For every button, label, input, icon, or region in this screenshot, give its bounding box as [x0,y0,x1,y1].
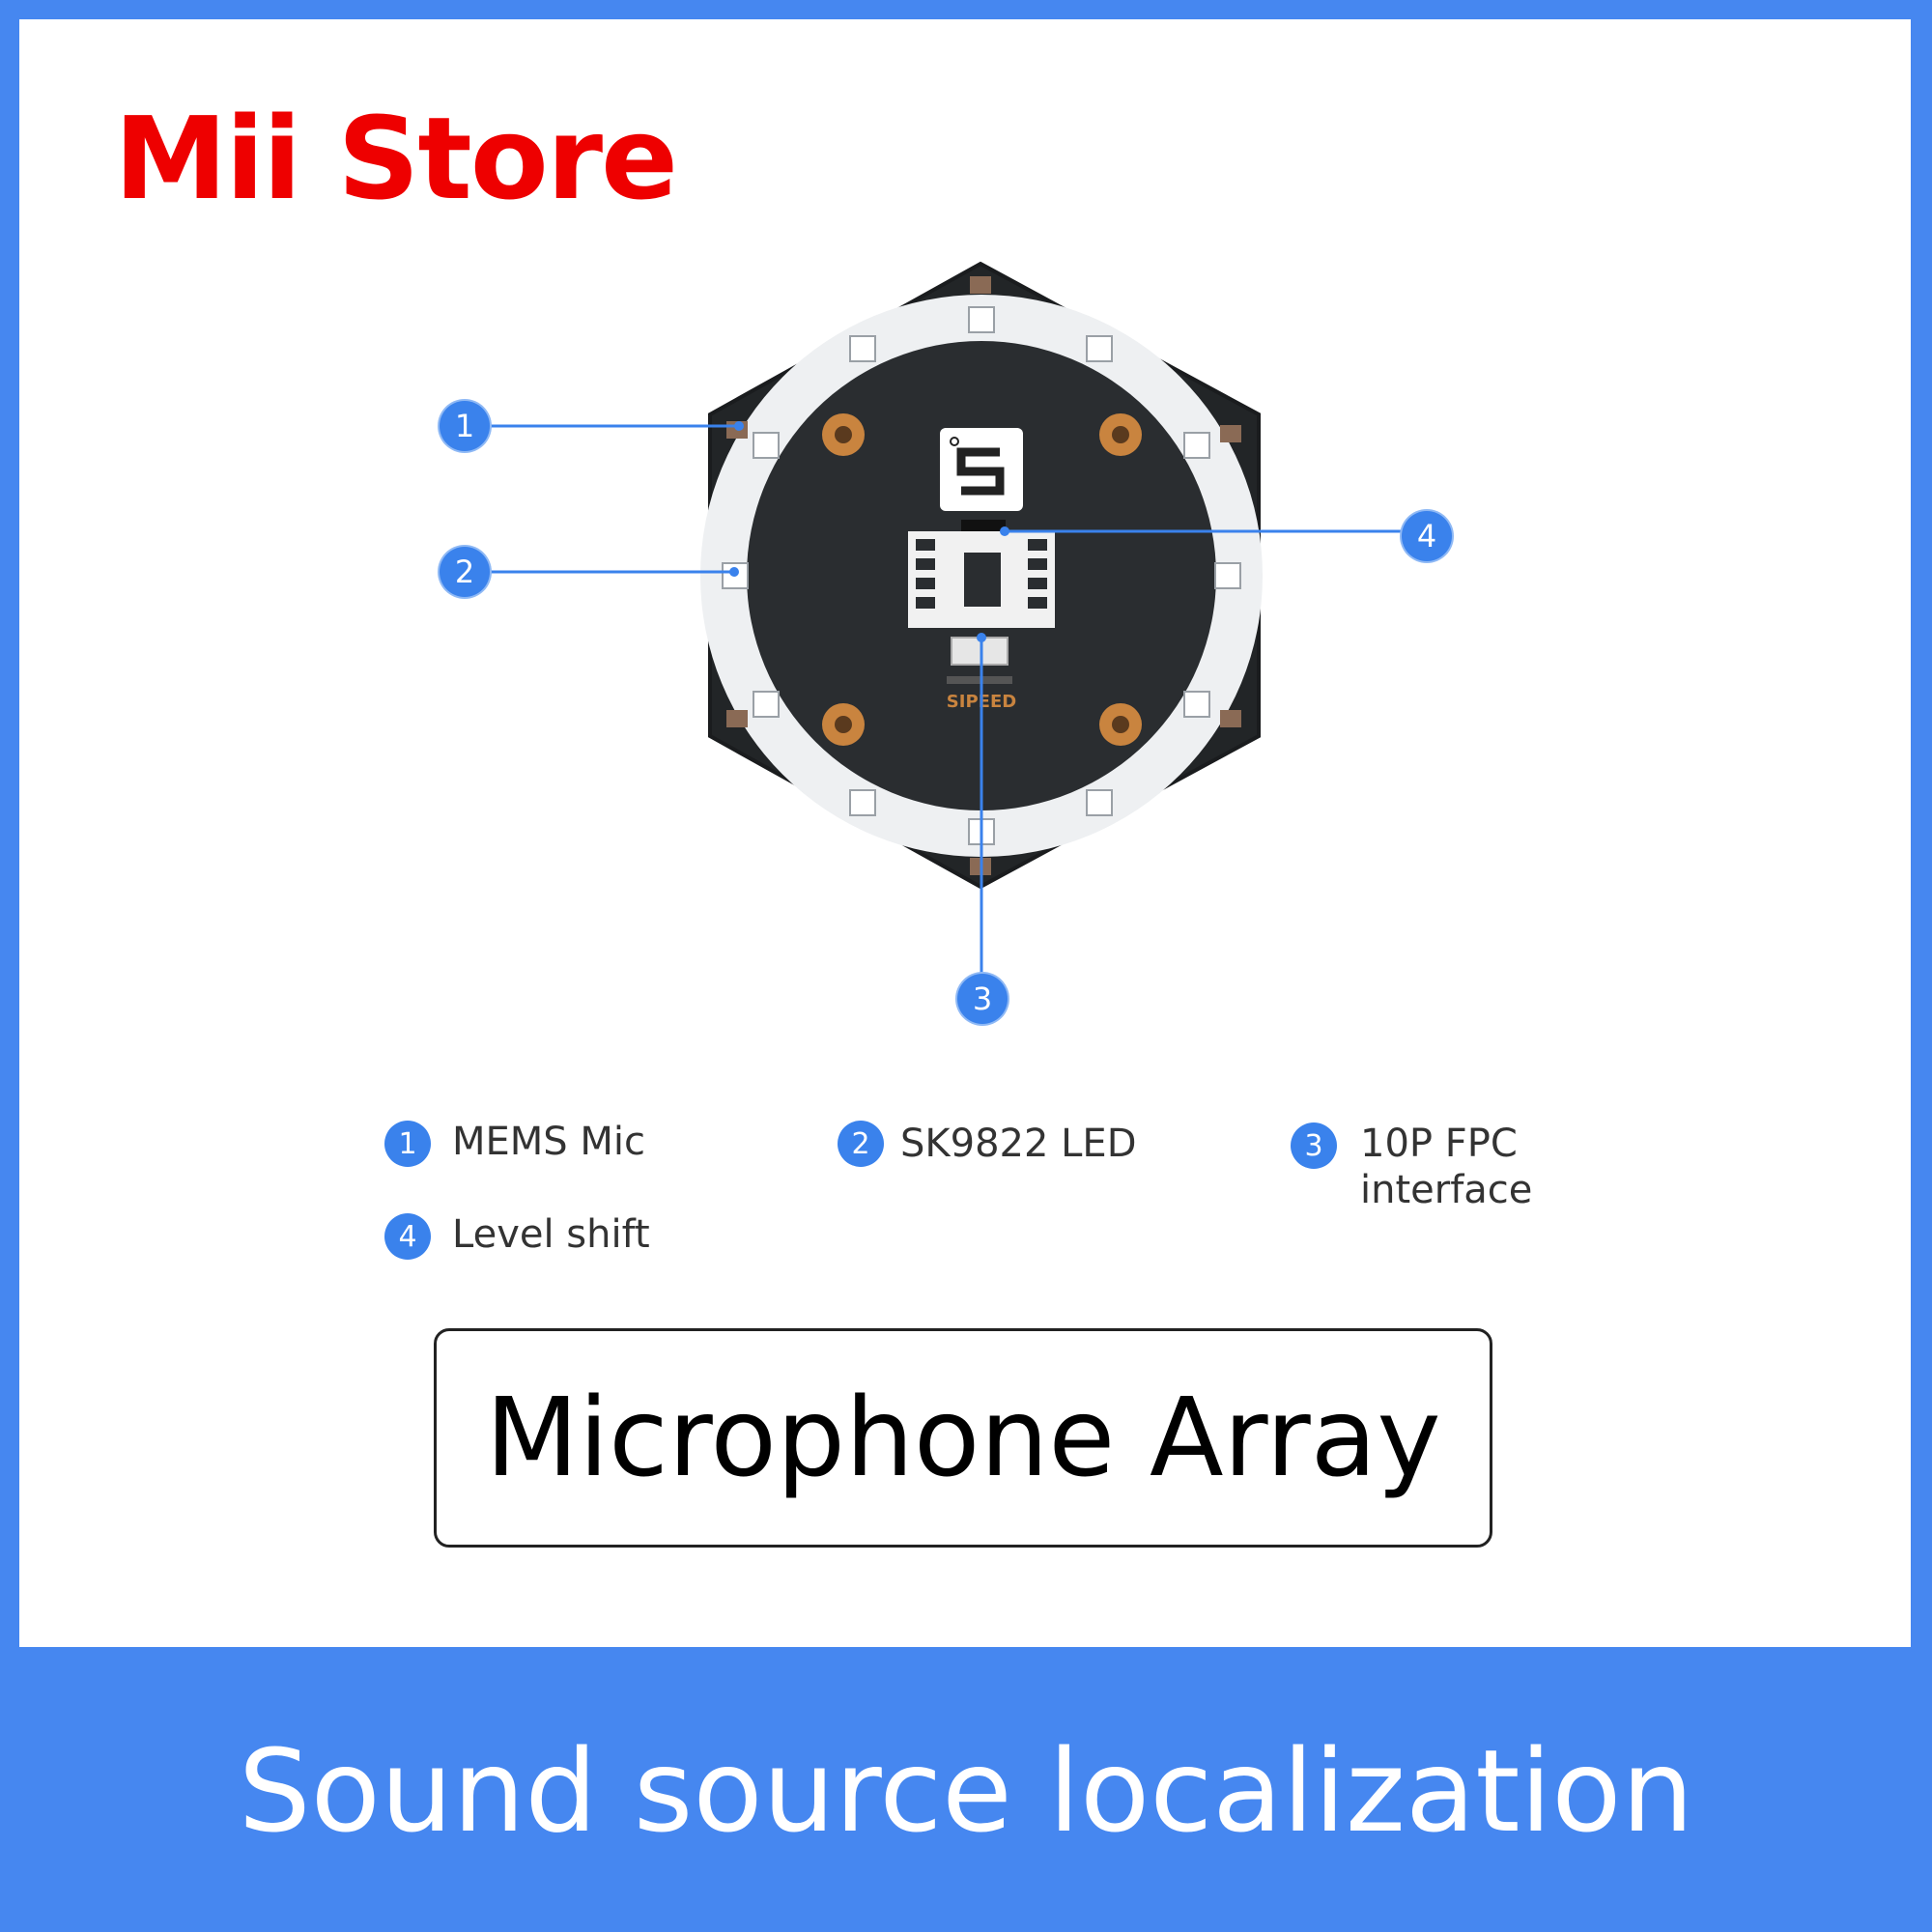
mounting-pads [822,413,1142,746]
legend-num-1: 1 [384,1121,431,1167]
product-name-box: Microphone Array [434,1328,1492,1548]
led [753,432,780,459]
mcu-chip [964,553,1001,607]
callout-2: 2 [440,547,490,597]
fpc-connector [951,637,1009,666]
led [1214,562,1241,589]
led [753,691,780,718]
callout-3: 3 [957,974,1008,1024]
sipeed-s-icon [956,447,1005,496]
mems-mic [1220,425,1241,442]
led [1086,335,1113,362]
legend-num-3: 3 [1291,1122,1337,1169]
led [968,306,995,333]
legend-label-1: MEMS Mic [452,1120,646,1164]
legend-label-2: SK9822 LED [900,1122,1137,1166]
led [849,335,876,362]
mems-mic [970,276,991,294]
legend-label-4: Level shift [452,1212,650,1257]
tagline: Sound source localization [238,1724,1694,1858]
store-title: Mii Store [114,92,678,225]
legend-label-3: 10P FPC interface [1360,1122,1533,1212]
product-name: Microphone Array [485,1375,1441,1501]
led-group [722,306,1241,845]
callout-1: 1 [440,401,490,451]
led [1183,691,1210,718]
mems-mic [726,710,748,727]
mems-mic [1220,710,1241,727]
legend-num-2: 2 [838,1121,884,1167]
led [1183,432,1210,459]
callout-4: 4 [1402,511,1452,561]
legend-num-4: 4 [384,1213,431,1260]
led [1086,789,1113,816]
led [849,789,876,816]
